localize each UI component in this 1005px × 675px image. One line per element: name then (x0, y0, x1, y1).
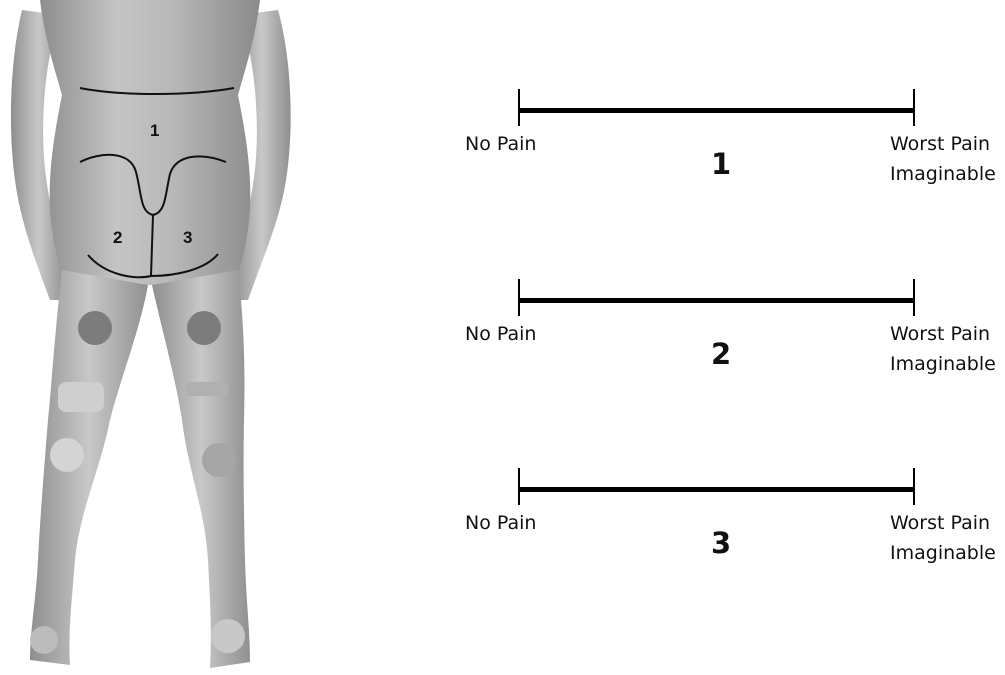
scale-number: 3 (711, 526, 731, 560)
right-calf-marker (202, 443, 236, 477)
scale-number: 1 (711, 147, 731, 181)
right-knee-patch (186, 382, 228, 396)
pain-scale-1[interactable]: No Pain Worst Pain Imaginable 1 (460, 89, 1005, 199)
scale-line[interactable] (518, 487, 914, 492)
right-heel-marker (211, 619, 245, 653)
region-1-label: 1 (150, 121, 159, 140)
worst-pain-label: Worst Pain (890, 321, 990, 347)
region-2-label: 2 (113, 228, 122, 247)
pain-scale-3[interactable]: No Pain Worst Pain Imaginable 3 (460, 468, 1005, 578)
no-pain-label: No Pain (465, 321, 536, 347)
scale-end-tick (913, 279, 915, 316)
torso (40, 0, 260, 285)
worst-pain-label: Worst Pain (890, 510, 990, 536)
imaginable-label: Imaginable (890, 351, 996, 377)
imaginable-label: Imaginable (890, 161, 996, 187)
no-pain-label: No Pain (465, 510, 536, 536)
scale-line[interactable] (518, 298, 914, 303)
scale-end-tick (913, 89, 915, 126)
scale-line[interactable] (518, 108, 914, 113)
region-3-label: 3 (183, 228, 192, 247)
scale-number: 2 (711, 337, 731, 371)
right-thigh-marker (187, 311, 221, 345)
worst-pain-label: Worst Pain (890, 131, 990, 157)
no-pain-label: No Pain (465, 131, 536, 157)
imaginable-label: Imaginable (890, 540, 996, 566)
body-back-view-illustration: 1 2 3 (0, 0, 300, 675)
left-knee-patch (58, 382, 104, 412)
scale-end-tick (913, 468, 915, 505)
left-thigh-marker (78, 311, 112, 345)
pain-scale-2[interactable]: No Pain Worst Pain Imaginable 2 (460, 279, 1005, 389)
left-heel-marker (30, 626, 58, 654)
left-calf-marker (50, 438, 84, 472)
